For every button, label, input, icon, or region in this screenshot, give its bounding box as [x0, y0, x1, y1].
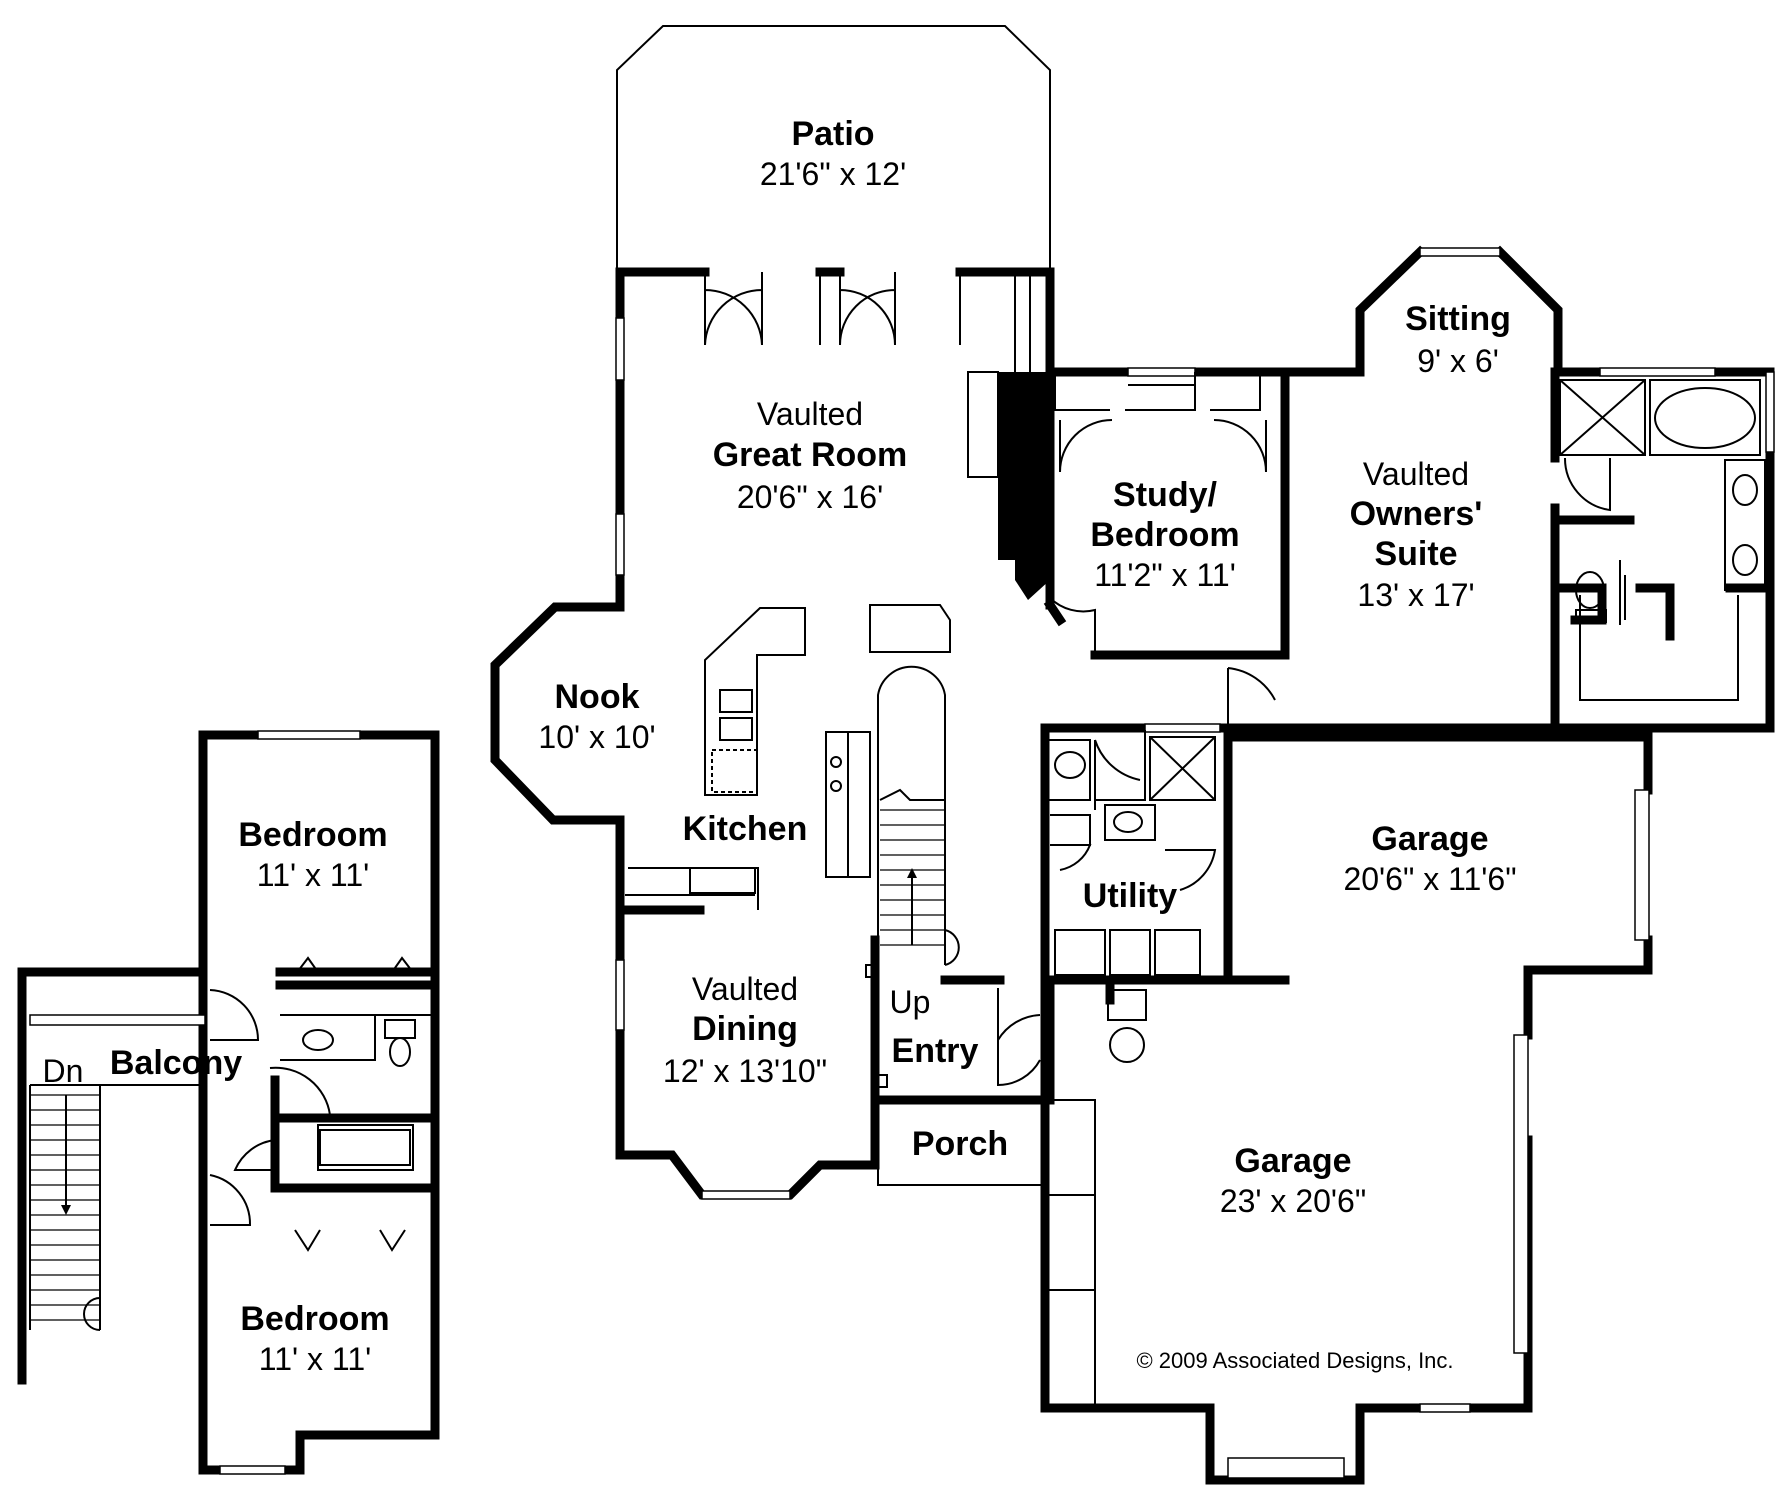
owners-suite-interior — [1227, 379, 1766, 728]
main-stair — [865, 665, 960, 978]
fireplace — [967, 371, 1050, 600]
windows-main — [615, 247, 1775, 1479]
patio-size: 21'6" x 12' — [760, 156, 906, 192]
great-room-prefix: Vaulted — [757, 396, 863, 432]
upper-floor-walls — [17, 730, 440, 1475]
dining-size: 12' x 13'10" — [663, 1053, 827, 1089]
balcony-name: Balcony — [110, 1044, 242, 1082]
study-name-line2: Bedroom — [1090, 516, 1239, 554]
sitting-name: Sitting — [1405, 300, 1511, 338]
owners-suite-prefix: Vaulted — [1363, 456, 1469, 492]
stair-up-label: Up — [890, 984, 931, 1020]
owners-suite-size: 13' x 17' — [1357, 577, 1474, 613]
study-interior — [1045, 372, 1267, 655]
nook-size: 10' x 10' — [538, 719, 655, 755]
patio-name: Patio — [791, 115, 874, 153]
garage-large-size: 23' x 20'6" — [1220, 1183, 1366, 1219]
stair-down-label: Dn — [43, 1053, 84, 1089]
garage-small-size: 20'6" x 11'6" — [1343, 861, 1516, 897]
room-labels: Patio 21'6" x 12' Vaulted Great Room 20'… — [43, 115, 1517, 1377]
entry-doors — [874, 988, 1090, 1186]
patio-outline — [616, 25, 1051, 272]
porch-name: Porch — [912, 1125, 1008, 1163]
bedroom-upper-size: 11' x 11' — [257, 857, 369, 893]
dining-prefix: Vaulted — [692, 971, 798, 1007]
great-room-size: 20'6" x 16' — [737, 479, 883, 515]
dining-name: Dining — [692, 1010, 798, 1048]
study-name-line1: Study/ — [1113, 476, 1217, 514]
kitchen-name: Kitchen — [683, 810, 808, 848]
nook-name: Nook — [555, 678, 640, 716]
garage-small-name: Garage — [1371, 820, 1488, 858]
kitchen-counters — [625, 604, 951, 910]
upper-floor-windows — [29, 730, 361, 1475]
owners-suite-name-line2: Suite — [1374, 535, 1457, 573]
utility-name: Utility — [1083, 877, 1178, 915]
great-room-name: Great Room — [713, 436, 908, 474]
sitting-size: 9' x 6' — [1417, 343, 1499, 379]
bedroom-lower-size: 11' x 11' — [259, 1341, 371, 1377]
garage-fixtures — [1045, 989, 1147, 1408]
utility-fixtures — [1045, 730, 1217, 976]
entry-name: Entry — [892, 1032, 979, 1070]
exterior-walls — [490, 245, 1775, 1485]
study-size: 11'2" x 11' — [1094, 557, 1236, 593]
patio-doors — [704, 272, 1031, 372]
upper-floor-interior — [29, 956, 435, 1331]
owners-suite-name-line1: Owners' — [1350, 495, 1483, 533]
copyright-notice: © 2009 Associated Designs, Inc. — [1136, 1348, 1453, 1373]
bedroom-lower-name: Bedroom — [240, 1300, 389, 1338]
garage-large-name: Garage — [1234, 1142, 1351, 1180]
bedroom-upper-name: Bedroom — [238, 816, 387, 854]
